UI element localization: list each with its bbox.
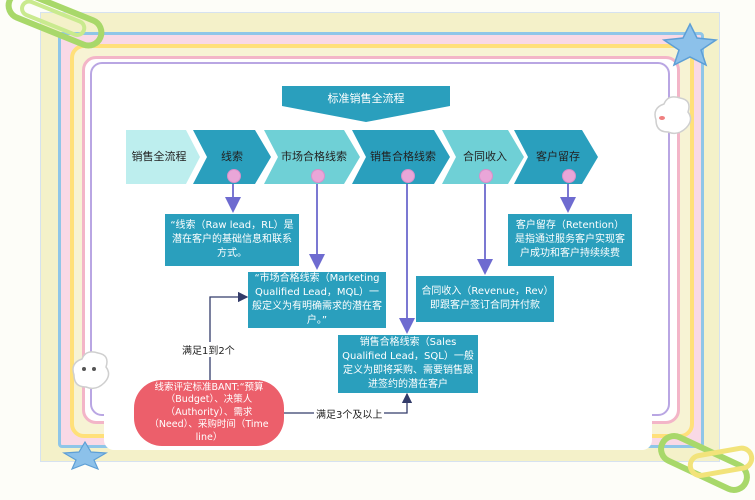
sql-description-box: 销售合格线索（Sales Qualified Lead，SQL）一般定义为即将采… bbox=[338, 335, 478, 393]
cloud-right-icon bbox=[654, 96, 692, 135]
stage-revenue: 合同收入 bbox=[442, 130, 524, 184]
stage-label: 销售全流程 bbox=[131, 150, 187, 163]
paperclip-bottom-right-icon bbox=[658, 433, 755, 493]
stage-label: 销售合格线索 bbox=[370, 150, 436, 163]
bant-text: 线索评定标准BANT:“预算（Budget）、决策人（Authority）、需求… bbox=[149, 381, 269, 443]
diagram-title: 标准销售全流程 bbox=[327, 92, 405, 105]
mql-description-box: “市场合格线索（Marketing Qualified Lead，MQL）一般定… bbox=[248, 272, 386, 328]
star-bottom-left-icon bbox=[62, 440, 108, 470]
edge-label-to-mql: 满足1到2个 bbox=[180, 342, 237, 357]
connector-dot bbox=[311, 169, 325, 183]
stage-overview: 销售全流程 bbox=[126, 130, 200, 184]
connector-dot bbox=[479, 169, 493, 183]
stage-sql: 销售合格线索 bbox=[352, 130, 450, 184]
cloud-left-icon bbox=[72, 351, 110, 390]
title-banner: 标准销售全流程 bbox=[282, 86, 450, 122]
edge-label-to-sql: 满足3个及以上 bbox=[314, 406, 385, 421]
bant-criteria-node: 线索评定标准BANT:“预算（Budget）、决策人（Authority）、需求… bbox=[134, 380, 284, 446]
lead-description: “线索（Raw lead，RL）是潜在客户的基础信息和联系方式。 bbox=[170, 220, 294, 259]
revenue-description: 合同收入（Revenue，Rev）即跟客户签订合同并付款 bbox=[421, 286, 549, 311]
lead-description-box: “线索（Raw lead，RL）是潜在客户的基础信息和联系方式。 bbox=[165, 214, 299, 266]
stage-label: 线索 bbox=[221, 150, 243, 163]
paperclip-top-left-icon bbox=[5, 0, 105, 49]
sql-description: 销售合格线索（Sales Qualified Lead，SQL）一般定义为即将采… bbox=[342, 337, 474, 390]
connector-dot bbox=[562, 169, 576, 183]
stage-label: 合同收入 bbox=[463, 150, 507, 163]
stage-retention: 客户留存 bbox=[514, 130, 598, 184]
retention-description: 客户留存（Retention）是指通过服务客户实现客户成功和客户持续续费 bbox=[515, 220, 625, 259]
mql-description: “市场合格线索（Marketing Qualified Lead，MQL）一般定… bbox=[252, 273, 382, 326]
star-top-right-icon bbox=[661, 22, 719, 67]
retention-description-box: 客户留存（Retention）是指通过服务客户实现客户成功和客户持续续费 bbox=[508, 214, 632, 266]
stage-label: 市场合格线索 bbox=[281, 150, 347, 163]
connector-dot bbox=[401, 169, 415, 183]
stage-label: 客户留存 bbox=[536, 150, 580, 163]
connector-dot bbox=[227, 169, 241, 183]
stage-mql: 市场合格线索 bbox=[264, 130, 360, 184]
revenue-description-box: 合同收入（Revenue，Rev）即跟客户签订合同并付款 bbox=[416, 276, 554, 322]
stage-lead: 线索 bbox=[193, 130, 271, 184]
